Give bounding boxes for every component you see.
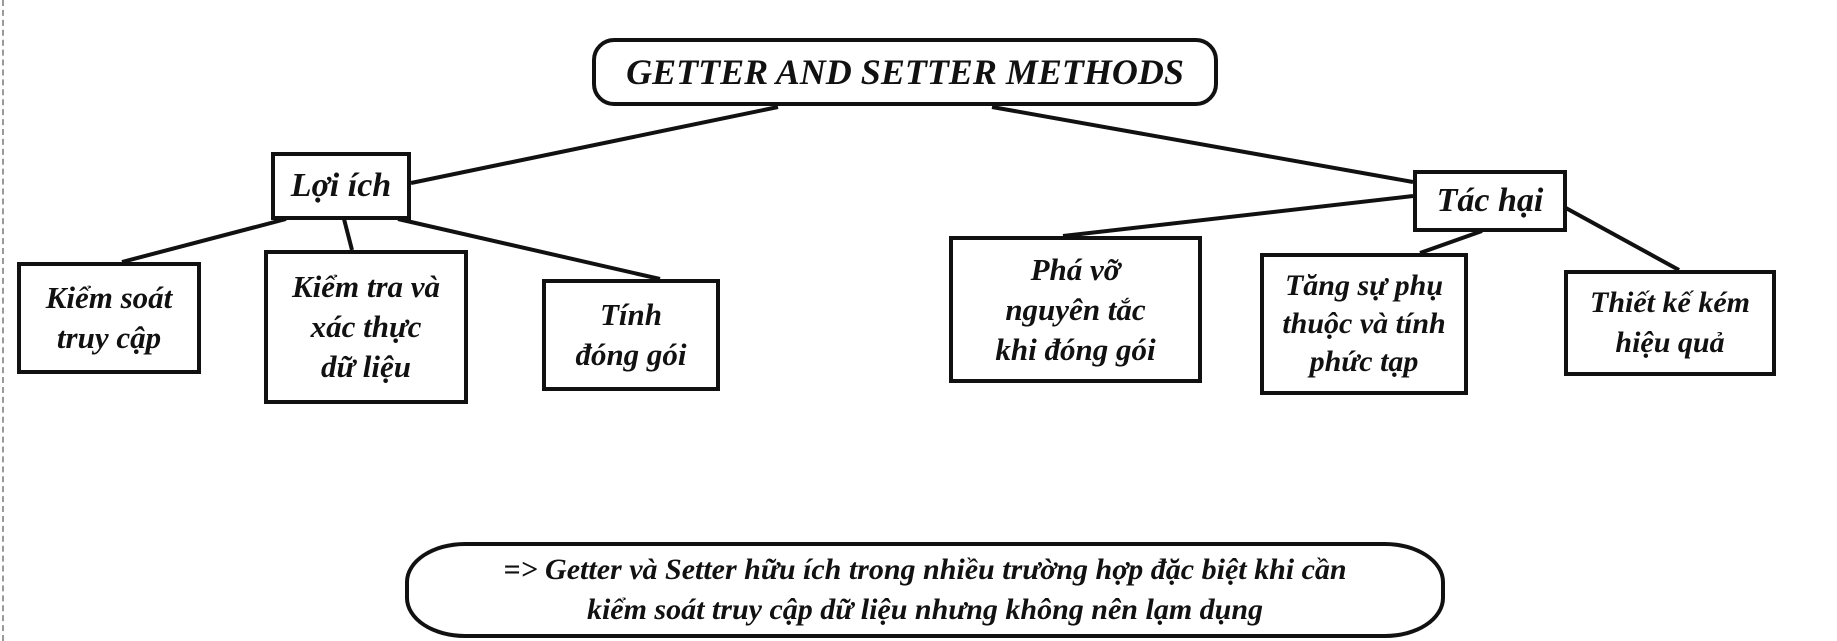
connector-harms-h2 [1419,229,1483,255]
node-text-line: phức tạp [1309,345,1419,378]
node-text-line: khi đóng gói [995,331,1156,367]
node-text-line: Tăng sự phụ [1284,269,1444,302]
harm-poor-design-node: Thiết kế kém hiệu quả [1564,270,1776,376]
harms-node: Tác hại [1413,170,1567,232]
connector-benefits-b3 [397,217,661,281]
harms-label: Tác hại [1436,182,1544,219]
harm-break-encapsulation-node: Phá vỡ nguyên tắc khi đóng gói [949,236,1202,383]
title-text: GETTER AND SETTER METHODS [626,52,1184,92]
node-text-line: dữ liệu [320,349,412,384]
node-text-line: Kiểm soát [45,280,173,315]
node-text-line: thuộc và tính [1282,307,1446,340]
benefits-label: Lợi ích [290,167,392,204]
node-text-line: đóng gói [575,337,687,372]
node-text-line: nguyên tắc [1005,291,1146,327]
benefit-validation-node: Kiểm tra và xác thực dữ liệu [264,250,468,404]
node-text-line: Thiết kế kém [1590,286,1750,319]
connector-benefits-b2 [342,218,354,251]
node-text-line: Tính [599,297,662,332]
node-text-line: hiệu quả [1615,326,1725,359]
conclusion-node: => Getter và Setter hữu ích trong nhiều … [405,542,1445,638]
node-text-line: xác thực [310,309,422,344]
node-text-line: Kiểm tra và [291,269,441,304]
connector-title-benefits [410,105,779,185]
benefits-node: Lợi ích [271,152,411,220]
connector-benefits-b1 [121,217,287,264]
connector-title-harms [991,105,1414,184]
node-text-line: Phá vỡ [1030,251,1121,287]
connector-harms-h1 [1062,194,1414,238]
connector-harms-h3 [1563,205,1680,272]
title-node: GETTER AND SETTER METHODS [592,38,1218,106]
node-text-line: truy cập [56,320,162,355]
conclusion-line: kiểm soát truy cập dữ liệu nhưng không n… [586,593,1264,626]
frame-border [2,0,4,641]
benefit-encapsulation-node: Tính đóng gói [542,279,720,391]
harm-complexity-node: Tăng sự phụ thuộc và tính phức tạp [1260,253,1468,395]
benefit-access-control-node: Kiểm soát truy cập [17,262,201,374]
conclusion-line: => Getter và Setter hữu ích trong nhiều … [503,553,1347,586]
